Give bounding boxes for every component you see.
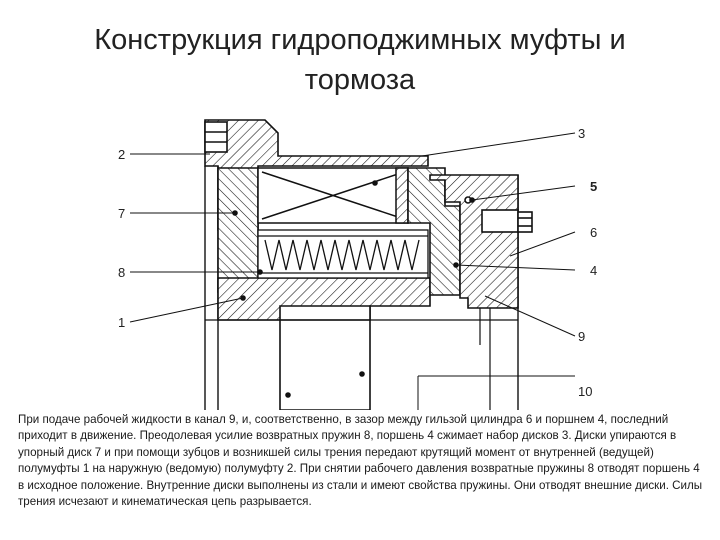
callout-5: 5 [590,179,597,194]
thrust-disk [217,167,259,293]
inner-half-coupling [217,277,431,410]
callout-2: 2 [118,147,125,162]
callout-10: 10 [578,384,592,399]
outer-half-coupling [204,119,429,231]
callout-9: 9 [578,329,585,344]
callout-6: 6 [590,225,597,240]
callout-1: 1 [118,315,125,330]
clutch-brake-drawing: 2 7 8 1 3 5 6 4 9 10 [100,110,640,410]
centre-lines [205,308,518,410]
description-text: При подаче рабочей жидкости в канал 9, и… [18,413,703,509]
callout-8: 8 [118,265,125,280]
leader-lines [129,132,576,410]
disk-pack [257,167,409,224]
return-springs [257,229,429,279]
slide-title: Конструкция гидроподжимных муфты и тормо… [94,24,626,96]
cylinder-sleeve [429,174,533,309]
callout-7: 7 [118,206,125,221]
callout-4: 4 [590,263,597,278]
callout-3: 3 [578,126,585,141]
